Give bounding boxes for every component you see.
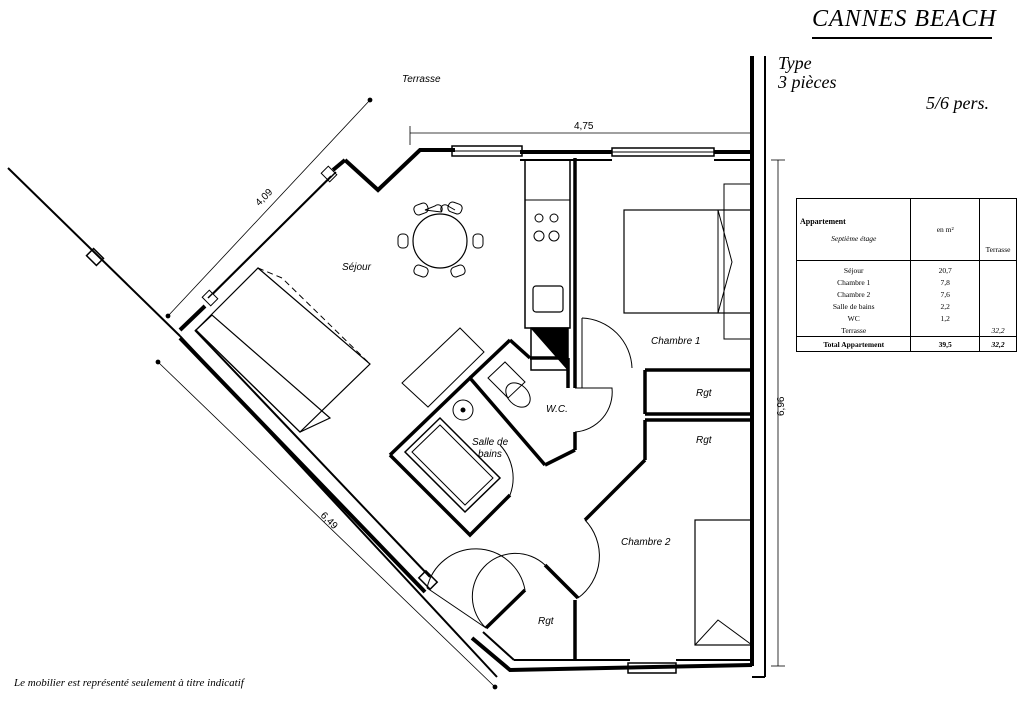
table-total-row: Total Appartement 39,5 32,2 [795, 336, 1017, 352]
dimension-lines [155, 97, 785, 690]
row-name: Chambre 2 [795, 288, 912, 300]
row-area: 1,2 [910, 312, 981, 324]
furniture-disclaimer: Le mobilier est représenté seulement à t… [14, 677, 244, 689]
header-main: Appartement [800, 216, 846, 226]
type-line-1: Type [778, 53, 812, 73]
header-cell-terrace: Terrasse [979, 198, 1017, 261]
label-terrasse: Terrasse [402, 74, 441, 85]
door-swings [426, 317, 633, 629]
outer-walls [7, 56, 766, 678]
row-area [910, 324, 981, 337]
capacity-label: 5/6 pers. [926, 93, 989, 113]
row-name: WC [795, 312, 912, 324]
apartment-type: Type 3 pièces [778, 54, 836, 92]
dim-diag-top: 4,09 [254, 187, 276, 209]
table-row: Terrasse 32,2 [795, 324, 1017, 337]
label-rgt-1: Rgt [696, 388, 713, 399]
area-table-header: Appartement Septième étage en m² Terrass… [795, 198, 1017, 261]
row-terrace: 32,2 [979, 324, 1017, 337]
row-area: 7,8 [910, 276, 981, 288]
label-wc: W.C. [546, 404, 568, 415]
living-furniture [195, 201, 485, 433]
total-terrace: 32,2 [979, 336, 1017, 352]
row-terrace [979, 288, 1017, 300]
row-area: 2,2 [910, 300, 981, 312]
total-area: 39,5 [910, 336, 981, 352]
kitchen [524, 159, 571, 372]
label-chambre2: Chambre 2 [621, 537, 671, 548]
row-area: 7,6 [910, 288, 981, 300]
type-line-2: 3 pièces [778, 72, 837, 92]
label-chambre1: Chambre 1 [651, 336, 700, 347]
area-table: Appartement Septième étage en m² Terrass… [795, 198, 1017, 352]
row-name: Terrasse [795, 324, 912, 337]
total-name: Total Appartement [795, 336, 912, 352]
row-terrace [979, 276, 1017, 288]
dim-diag-bottom: 6,49 [318, 510, 340, 532]
label-sejour: Séjour [342, 262, 372, 273]
label-rgt-3: Rgt [538, 616, 555, 627]
header-cell-apartment: Appartement Septième étage [795, 198, 912, 261]
label-rgt-2: Rgt [696, 435, 713, 446]
row-terrace [979, 300, 1017, 312]
bedroom2-furniture [694, 519, 753, 646]
row-terrace [979, 260, 1017, 276]
row-name: Séjour [795, 260, 912, 276]
row-name: Salle de bains [795, 300, 912, 312]
title-underline [812, 37, 992, 39]
interior-walls [388, 158, 752, 660]
bedroom1-furniture [623, 183, 753, 340]
header-sub: Septième étage [831, 233, 877, 243]
label-sdb-2: bains [478, 449, 502, 460]
header-cell-area: en m² [910, 198, 981, 261]
row-terrace [979, 312, 1017, 324]
label-sdb-1: Salle de [472, 437, 509, 448]
bath-fixtures [403, 361, 531, 514]
dim-right: 6,96 [776, 396, 787, 416]
page-title: CANNES BEACH [812, 6, 997, 32]
row-area: 20,7 [910, 260, 981, 276]
row-name: Chambre 1 [795, 276, 912, 288]
dim-top: 4,75 [574, 121, 594, 132]
apartment-walls [178, 148, 753, 673]
windows [85, 145, 715, 674]
